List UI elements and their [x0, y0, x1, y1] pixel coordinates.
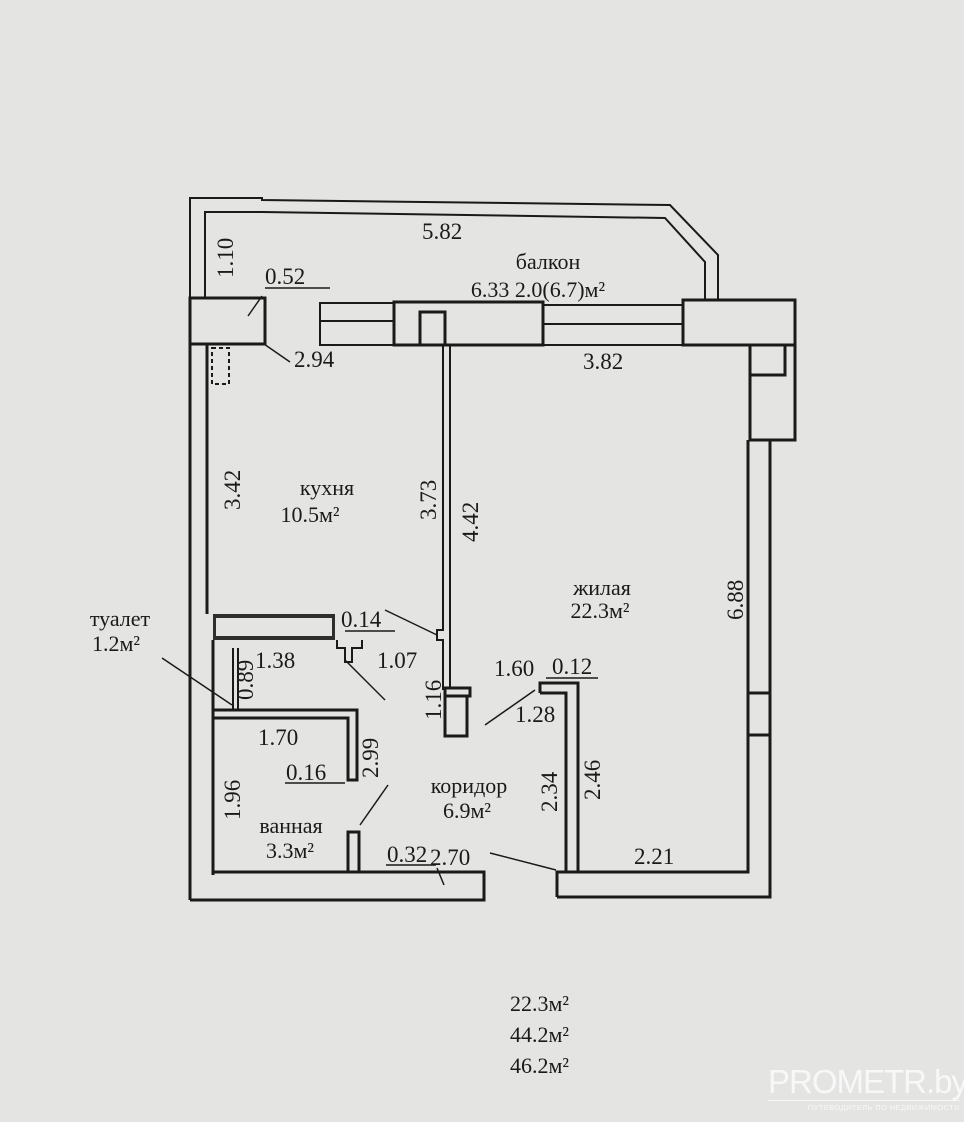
corridor-name: коридор — [431, 773, 508, 798]
dim-label: 6.88 — [723, 580, 748, 620]
exterior-top-wall — [188, 296, 797, 442]
watermark-logo: PROMETR.by ПУТЕВОДИТЕЛЬ ПО НЕДВИЖИМОСТИ — [768, 1063, 964, 1112]
toilet-name: туалет — [90, 606, 151, 631]
dim-label: 1.96 — [220, 780, 245, 820]
dim-label: 1.28 — [515, 702, 555, 727]
leader-lines — [161, 287, 598, 886]
balcony-area: 6.33 2.0(6.7)м² — [471, 277, 606, 302]
dim-label: 2.70 — [430, 845, 470, 870]
dim-label: 3.42 — [220, 470, 245, 510]
toilet-area: 1.2м² — [92, 631, 140, 656]
window-right — [746, 691, 772, 737]
dim-label: 1.07 — [377, 648, 417, 673]
dim-label: 2.34 — [537, 771, 562, 812]
exterior-left-wall — [188, 344, 230, 900]
dim-label: 0.32 — [387, 842, 427, 867]
interior-partitions — [213, 345, 580, 874]
watermark-tagline: ПУТЕВОДИТЕЛЬ ПО НЕДВИЖИМОСТИ — [768, 1100, 960, 1112]
dim-label: 1.60 — [494, 656, 534, 681]
dim-label: 0.14 — [341, 607, 382, 632]
total-area: 44.2м² — [510, 1022, 570, 1047]
balcony-railing — [189, 197, 719, 300]
dim-label: 1.16 — [421, 680, 446, 720]
kitchen-name: кухня — [300, 475, 354, 500]
dim-label: 3.73 — [416, 480, 441, 520]
living-area: 22.3м² — [570, 598, 629, 623]
bathroom-area: 3.3м² — [266, 838, 314, 863]
living-name: жилая — [572, 575, 631, 600]
dim-label: 2.46 — [580, 760, 605, 800]
watermark-brand: PROMETR.by — [768, 1063, 964, 1100]
total-area-with-balcony: 46.2м² — [510, 1053, 570, 1078]
dim-label: 4.42 — [458, 502, 483, 542]
ventilation-icon — [211, 347, 230, 385]
dim-label: 2.94 — [294, 347, 335, 372]
dim-label: 2.21 — [634, 844, 674, 869]
dim-label: 5.82 — [422, 219, 462, 244]
dim-label: 1.38 — [255, 648, 295, 673]
balcony-name: балкон — [516, 249, 581, 274]
dim-label: 0.89 — [233, 660, 258, 700]
corridor-area: 6.9м² — [443, 798, 491, 823]
dim-label: 1.70 — [258, 725, 298, 750]
dim-label: 0.16 — [286, 760, 326, 785]
exterior-bottom-wall — [190, 440, 772, 902]
dim-label: 0.52 — [265, 264, 305, 289]
living-area-total: 22.3м² — [510, 991, 570, 1016]
area-totals: 22.3м² 44.2м² 46.2м² — [510, 988, 569, 1081]
dim-label: 0.12 — [552, 654, 592, 679]
bathroom-name: ванная — [259, 813, 322, 838]
dim-label: 1.10 — [213, 238, 238, 278]
dim-label: 3.82 — [583, 349, 623, 374]
dim-label: 2.99 — [358, 738, 383, 778]
kitchen-area: 10.5м² — [280, 502, 339, 527]
